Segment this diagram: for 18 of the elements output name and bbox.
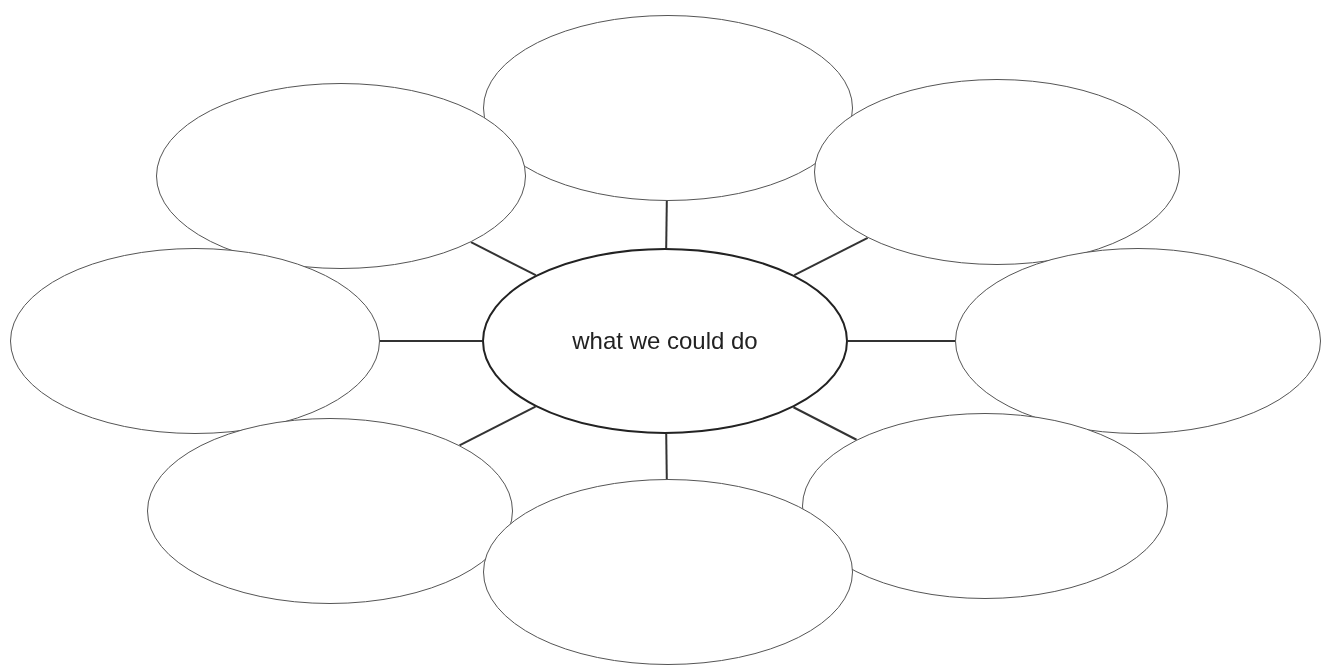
empty-ellipse (814, 79, 1180, 265)
empty-ellipse (147, 418, 513, 604)
connector-line (792, 406, 858, 441)
empty-ellipse (483, 479, 853, 665)
connector-line (847, 340, 956, 342)
empty-ellipse (10, 248, 380, 434)
empty-ellipse (802, 413, 1168, 599)
connector-line (665, 200, 668, 249)
connector-line (665, 433, 668, 480)
connector-line (379, 340, 483, 342)
connector-line (469, 241, 537, 277)
empty-ellipse (955, 248, 1321, 434)
node-label: what we could do (572, 327, 758, 355)
connector-line (793, 236, 869, 277)
ellipse-node (482, 248, 848, 434)
empty-ellipse (483, 15, 853, 201)
connector-line (458, 405, 537, 447)
empty-ellipse (156, 83, 526, 269)
